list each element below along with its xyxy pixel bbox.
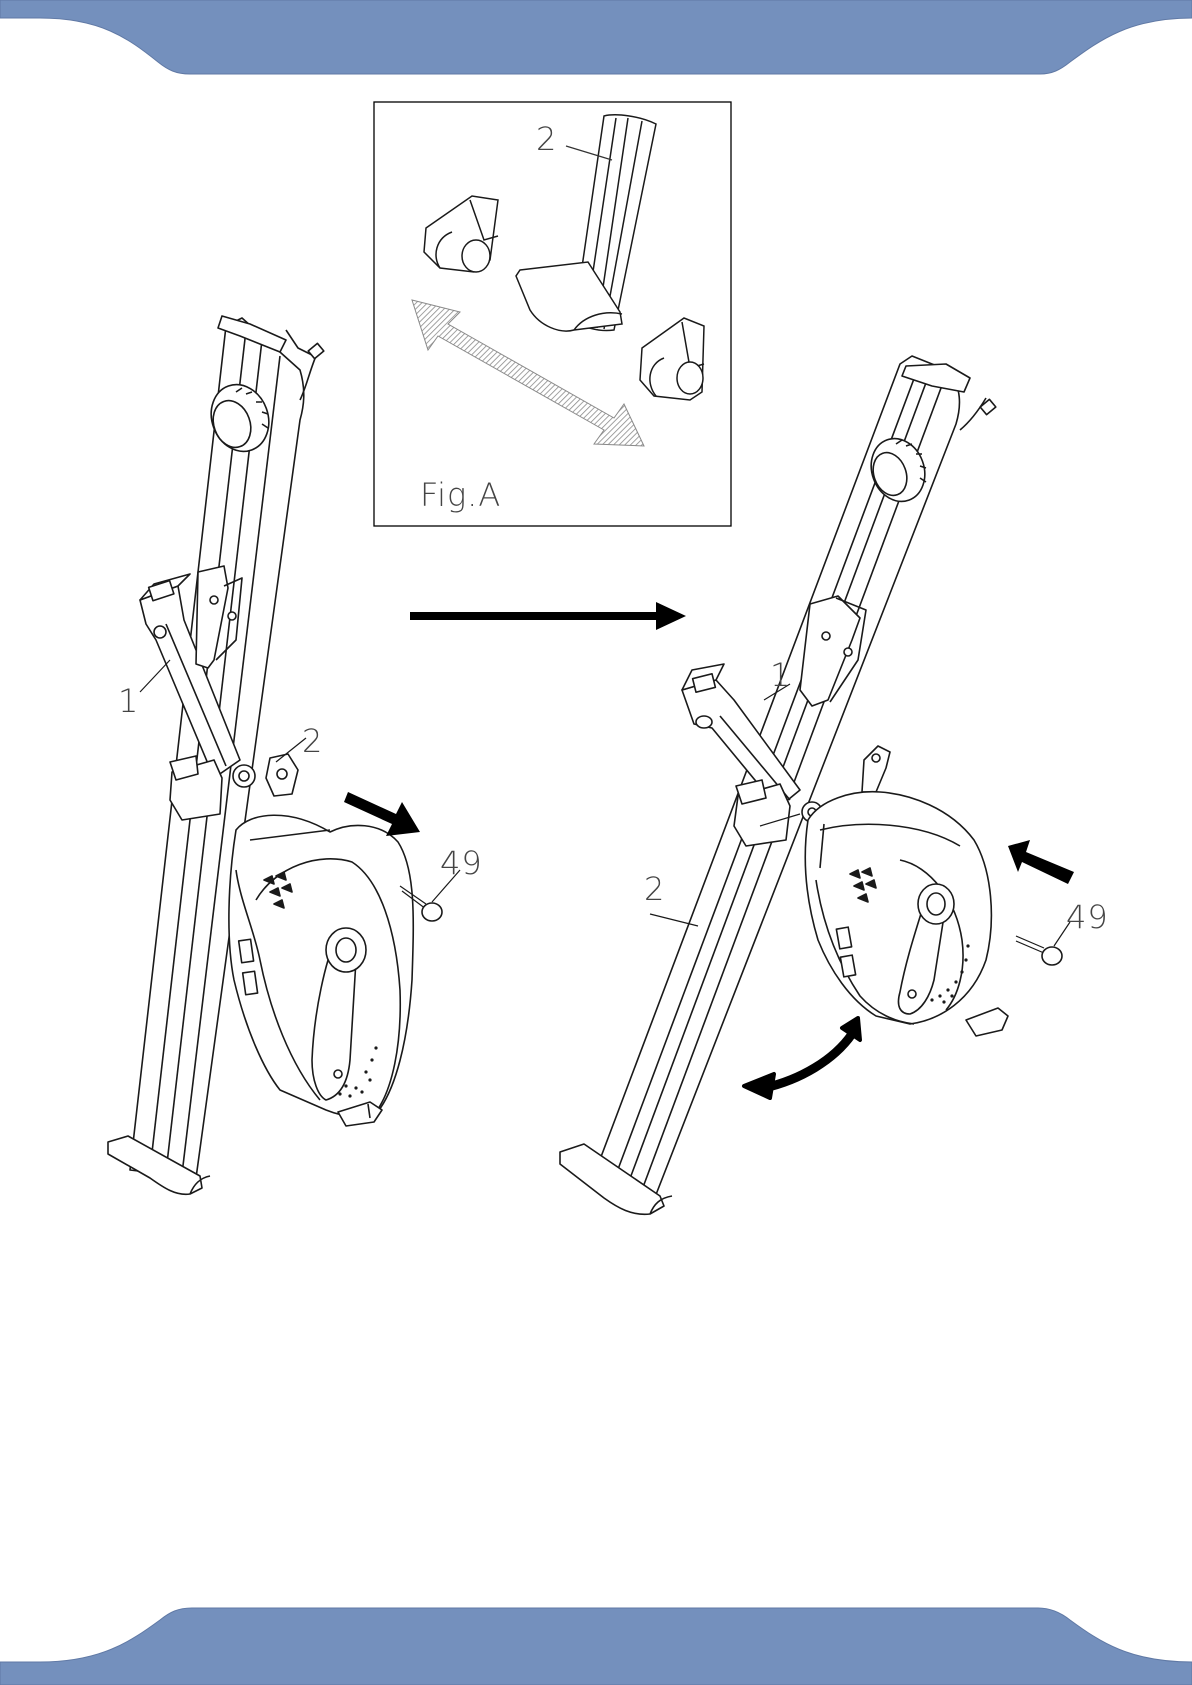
inset-caption: Fig.A (420, 476, 501, 514)
curved-double-arrow-icon (744, 1018, 860, 1098)
right-label-part-49: 49 (1066, 898, 1109, 936)
right-flywheel-housing (805, 792, 1008, 1036)
footer-band (0, 1606, 1192, 1685)
right-pin-49 (1016, 936, 1062, 965)
left-flywheel-housing (229, 815, 413, 1126)
right-clamp (734, 780, 790, 846)
left-clamp (170, 756, 222, 820)
right-label-part-2: 2 (644, 870, 665, 908)
long-right-arrow-icon (410, 602, 686, 630)
diagonal-arrow-icon-right (1008, 840, 1074, 884)
left-label-part-49: 49 (440, 844, 483, 882)
inset-part-label: 2 (536, 120, 557, 158)
left-label-part-1: 1 (118, 682, 139, 720)
inset-fig-a: 2 Fig.A (374, 102, 731, 526)
footer-band-shape (0, 1608, 1192, 1685)
left-label-part-2: 2 (302, 722, 323, 760)
right-label-part-1: 1 (770, 656, 791, 694)
